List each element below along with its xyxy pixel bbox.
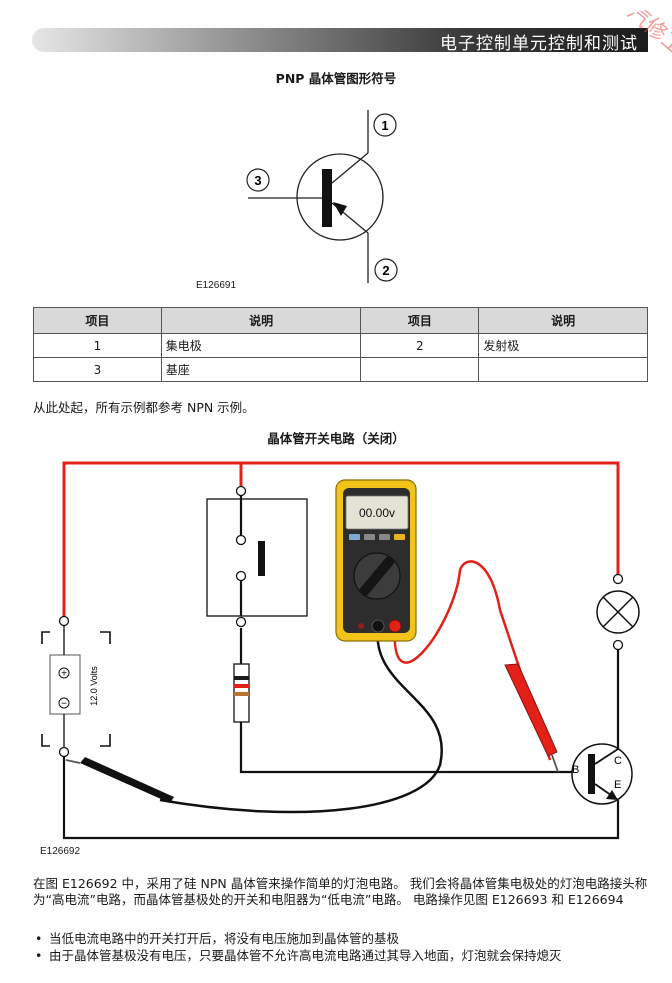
pnp-symbol-diagram: 1 3 2 <box>246 110 398 283</box>
figure2-id: E126692 <box>40 846 81 857</box>
svg-text:−: − <box>61 699 67 710</box>
callout-circle-1 <box>373 113 397 137</box>
base-bar <box>322 169 332 227</box>
table-header-item: 项目 <box>360 307 480 334</box>
header-bar: 电子控制单元控制和测试 <box>32 28 648 54</box>
meter-reading: 00.00v <box>359 506 395 520</box>
svg-text:+: + <box>61 669 67 680</box>
table-header-description: 说明 <box>160 307 362 334</box>
npn-transistor: B C E <box>571 743 633 805</box>
meter-button <box>394 534 405 540</box>
figure2-caption: 晶体管开关电路（关闭） <box>267 431 405 446</box>
table-header-description: 说明 <box>478 307 648 334</box>
meter-jack-volts <box>388 619 402 633</box>
table-cell: 集电极 <box>160 333 362 358</box>
meter-dial-knob <box>359 556 395 596</box>
switch-contact <box>258 541 265 576</box>
list-item: 由于晶体管基极没有电压，只要晶体管不允许高电流电路通过其导入地面，灯泡就会保持熄… <box>33 947 562 964</box>
table-cell: 1 <box>33 333 162 358</box>
table-cell: 2 <box>360 333 480 358</box>
callout-circle-3 <box>246 168 270 192</box>
figure1-caption: PNP 晶体管图形符号 <box>275 71 397 86</box>
table-cell <box>360 357 480 382</box>
body-paragraph: 在图 E126692 中，采用了硅 NPN 晶体管来操作简单的灯泡电路。 我们会… <box>33 876 648 907</box>
transistor-label-collector: C <box>614 755 622 767</box>
table-header-item: 项目 <box>33 307 162 334</box>
meter-button <box>349 534 360 540</box>
note-text: 从此处起，所有示例都参考 NPN 示例。 <box>33 400 255 415</box>
table-cell: 3 <box>33 357 162 382</box>
legend-table: 项目 说明 项目 说明 1 集电极 2 发射极 3 基座 <box>33 307 648 382</box>
transistor-label-emitter: E <box>614 779 621 791</box>
callout-label-2: 2 <box>382 263 389 278</box>
table-row: 1 集电极 2 发射极 <box>33 333 648 358</box>
list-item: 当低电流电路中的开关打开后，将没有电压施加到晶体管的基极 <box>33 930 562 947</box>
callout-label-3: 3 <box>254 173 261 188</box>
ground-wiring <box>62 496 620 840</box>
table-row: 3 基座 <box>33 357 648 382</box>
collector-diagonal <box>331 152 369 184</box>
table-cell <box>478 357 648 382</box>
battery-voltage-label: 12.0 Volts <box>89 666 99 706</box>
figure1-id: E126691 <box>196 280 237 291</box>
callout-label-1: 1 <box>381 118 388 133</box>
multimeter: 00.00v <box>335 479 417 642</box>
meter-jack-com <box>371 619 385 633</box>
table-header-row: 项目 说明 项目 说明 <box>33 307 648 334</box>
switch-box <box>206 498 308 617</box>
battery-negative-terminal <box>58 697 70 709</box>
switch-circuit-diagram: + − 12.0 Volts B C E 00.00v <box>41 461 640 840</box>
black-probe-tip <box>65 759 81 764</box>
red-probe <box>504 663 558 757</box>
bulb <box>596 590 640 634</box>
transistor-label-base: B <box>572 764 579 776</box>
positive-wiring <box>62 461 620 617</box>
red-probe-lead <box>393 560 552 761</box>
black-probe <box>80 757 174 803</box>
bullet-list: 当低电流电路中的开关打开后，将没有电压施加到晶体管的基极 由于晶体管基极没有电压… <box>33 930 562 964</box>
red-probe-tip <box>551 754 559 773</box>
battery-positive-terminal <box>58 667 70 679</box>
battery: + − 12.0 Volts <box>41 625 111 748</box>
meter-button <box>364 534 375 540</box>
header-title: 电子控制单元控制和测试 <box>440 34 638 54</box>
resistor <box>233 663 250 723</box>
meter-jack <box>358 623 364 629</box>
callout-circle-2 <box>374 258 398 282</box>
black-probe-lead <box>159 626 443 814</box>
meter-button <box>379 534 390 540</box>
table-cell: 发射极 <box>478 333 648 358</box>
emitter-arrow <box>333 202 347 216</box>
terminals <box>58 485 624 758</box>
table-cell: 基座 <box>160 357 362 382</box>
transistor-body <box>296 153 384 241</box>
meter-display <box>345 495 409 530</box>
